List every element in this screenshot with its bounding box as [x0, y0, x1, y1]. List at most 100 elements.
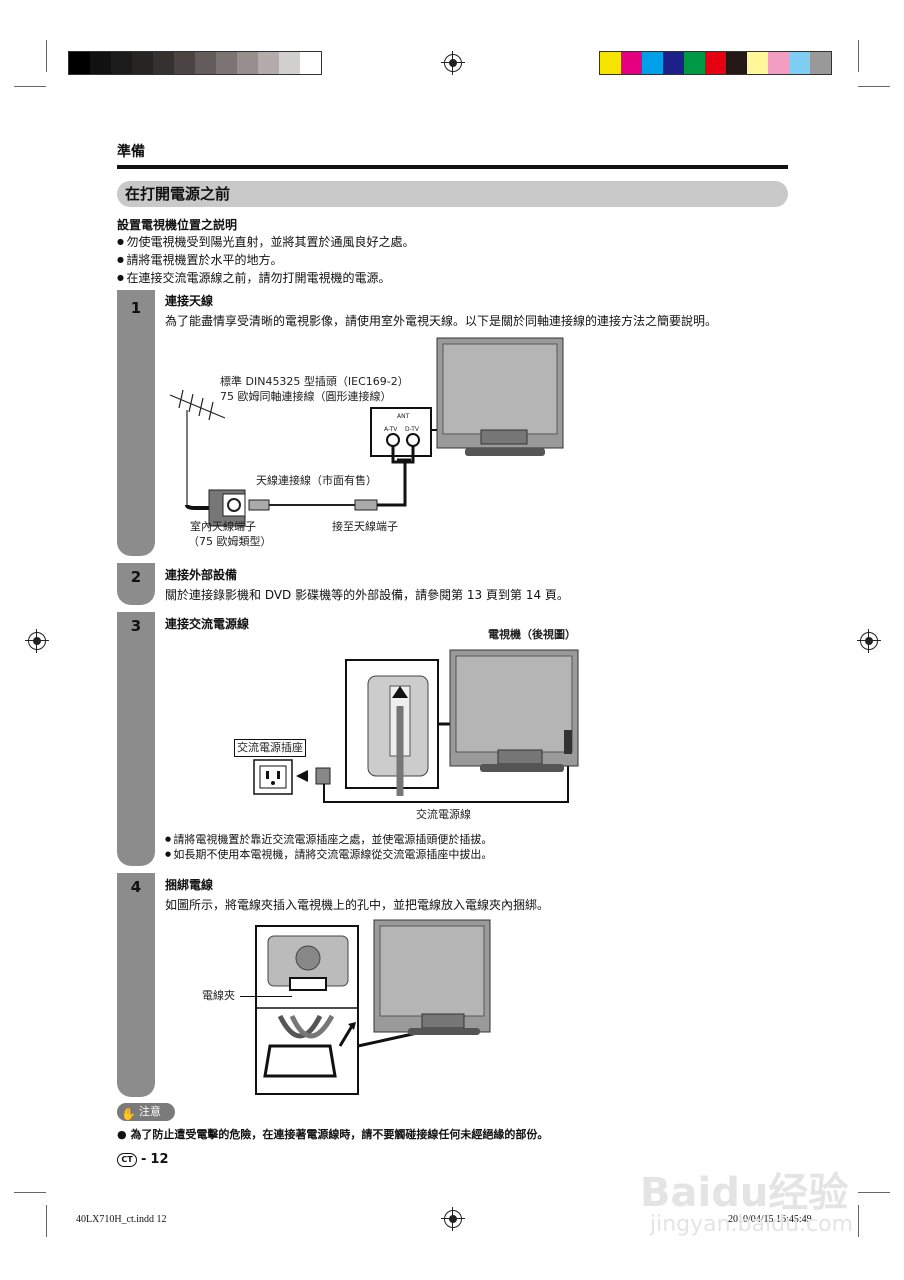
step-2-tab — [117, 563, 155, 605]
registration-mark-right — [857, 629, 881, 653]
outlet-label: 交流電源插座 — [234, 739, 306, 757]
list-item: 請將電視機置於水平的地方。 — [117, 251, 415, 269]
indoor-terminal — [208, 489, 246, 527]
color-swatch — [663, 52, 684, 74]
antenna-icon — [169, 389, 226, 505]
color-swatch — [684, 52, 705, 74]
footer-date: 2010/04/15 16:45:49 — [728, 1214, 812, 1225]
color-swatch — [747, 52, 768, 74]
grayscale-swatches — [68, 51, 322, 75]
cable-label: 天線連接線（市面有售） — [256, 474, 377, 487]
outlet-icon — [253, 759, 308, 795]
gray-swatch — [237, 52, 258, 74]
registration-mark-bottom — [441, 1207, 465, 1231]
step-3-tab — [117, 612, 155, 866]
color-swatch — [726, 52, 747, 74]
crop-mark — [14, 86, 46, 87]
gray-swatch — [216, 52, 237, 74]
color-swatch — [810, 52, 831, 74]
gray-swatch — [69, 52, 90, 74]
section-label: 準備 — [117, 144, 145, 160]
list-item: 如長期不使用本電視機，請將交流電源線從交流電源插座中拔出。 — [165, 847, 492, 862]
crop-mark — [14, 1192, 46, 1193]
crop-mark — [46, 40, 47, 72]
tv-rear-image — [449, 649, 579, 772]
caution-badge: ✋ 注意 — [117, 1103, 175, 1121]
power-diagram — [253, 649, 579, 803]
watermark-url: jingyan.baidu.com — [650, 1212, 854, 1237]
placement-bullets: 勿使電視機受到陽光直射，並將其置於通風良好之處。 請將電視機置於水平的地方。 在… — [117, 233, 415, 287]
clip-label: 電線夾 — [202, 989, 235, 1002]
crop-mark — [858, 1205, 859, 1237]
color-swatch — [768, 52, 789, 74]
step-1-text: 為了能盡情享受清晰的電視影像，請使用室外電視天線。以下是關於同軸連接線的連接方法… — [165, 314, 718, 328]
clip-zoom — [255, 925, 359, 1095]
color-swatch — [705, 52, 726, 74]
list-item: 請將電視機置於靠近交流電源插座之處，並使電源插頭便於插拔。 — [165, 832, 492, 847]
color-swatch — [600, 52, 621, 74]
color-swatch — [789, 52, 810, 74]
gray-swatch — [279, 52, 300, 74]
gray-swatch — [90, 52, 111, 74]
step-1-title: 連接天線 — [165, 294, 214, 308]
gray-swatch — [258, 52, 279, 74]
step-4-tab — [117, 873, 155, 1097]
atv-label: A-TV — [384, 426, 398, 433]
clip-label-leader — [240, 996, 292, 997]
step-4-title: 捆綁電線 — [165, 878, 214, 892]
plug-label-line2: 75 歐姆同軸連接線（圓形連接線） — [220, 390, 392, 403]
cable-clip-diagram — [255, 919, 491, 1095]
caution-label: 注意 — [139, 1105, 161, 1118]
placement-heading: 設置電視機位置之説明 — [117, 218, 238, 232]
ant-label: ANT — [397, 413, 410, 420]
list-item: 在連接交流電源線之前，請勿打開電視機的電源。 — [117, 269, 415, 287]
indoor-terminal-label-line1: 室內天線端子 — [190, 520, 256, 533]
gray-swatch — [132, 52, 153, 74]
step-1-number: 1 — [130, 299, 142, 317]
color-swatch — [621, 52, 642, 74]
power-socket-zoom — [345, 659, 439, 796]
gray-swatch — [300, 52, 321, 74]
page-title: 在打開電源之前 — [117, 181, 788, 207]
to-terminal-label: 接至天線端子 — [332, 520, 398, 533]
cord-label: 交流電源線 — [416, 808, 471, 821]
gray-swatch — [195, 52, 216, 74]
page-number-value: 12 — [150, 1152, 169, 1167]
footer-file: 40LX710H_ct.indd 12 — [76, 1214, 167, 1225]
page-dash: - — [141, 1152, 147, 1167]
page-number: CT - 12 — [117, 1152, 169, 1167]
hand-icon: ✋ — [121, 1107, 136, 1121]
step-3-title: 連接交流電源線 — [165, 617, 250, 631]
coax-cable — [248, 458, 411, 511]
caution-text: ● 為了防止遭受電擊的危險，在連接著電源線時，請不要觸碰接線任何未經絕緣的部份。 — [117, 1128, 549, 1141]
watermark-logo: Baidu经验 — [640, 1170, 849, 1216]
step-3-number: 3 — [130, 617, 142, 635]
process-color-swatches — [599, 51, 832, 75]
crop-mark — [858, 86, 890, 87]
crop-mark — [858, 1192, 890, 1193]
registration-mark-top — [441, 51, 465, 75]
color-swatch — [642, 52, 663, 74]
ant-panel — [370, 407, 473, 464]
step-2-text: 關於連接錄影機和 DVD 影碟機等的外部設備，請參閱第 13 頁到第 14 頁。 — [165, 588, 569, 602]
step-1-tab — [117, 290, 155, 556]
step-3-bullets: 請將電視機置於靠近交流電源插座之處，並使電源插頭便於插拔。 如長期不使用本電視機… — [165, 832, 492, 862]
registration-mark-left — [25, 629, 49, 653]
antenna-diagram: ANT A-TV D-TV — [169, 337, 564, 527]
gray-swatch — [174, 52, 195, 74]
crop-mark — [858, 40, 859, 72]
gray-swatch — [111, 52, 132, 74]
tv-rear-image — [373, 919, 491, 1035]
tv-rear-image — [436, 337, 564, 456]
caution-text-body: 為了防止遭受電擊的危險，在連接著電源線時，請不要觸碰接線任何未經絕緣的部份。 — [130, 1128, 549, 1141]
crop-mark — [46, 1205, 47, 1237]
list-item: 勿使電視機受到陽光直射，並將其置於通風良好之處。 — [117, 233, 415, 251]
power-plug-icon — [315, 756, 569, 803]
header-rule — [117, 165, 788, 169]
plug-label-line1: 標準 DIN45325 型插頭（IEC169-2） — [220, 375, 409, 388]
indoor-terminal-label-line2: （75 歐姆類型） — [188, 535, 272, 548]
step-2-number: 2 — [130, 568, 142, 586]
step-2-title: 連接外部設備 — [165, 568, 238, 582]
lang-badge: CT — [117, 1152, 137, 1167]
step-4-number: 4 — [130, 878, 142, 896]
